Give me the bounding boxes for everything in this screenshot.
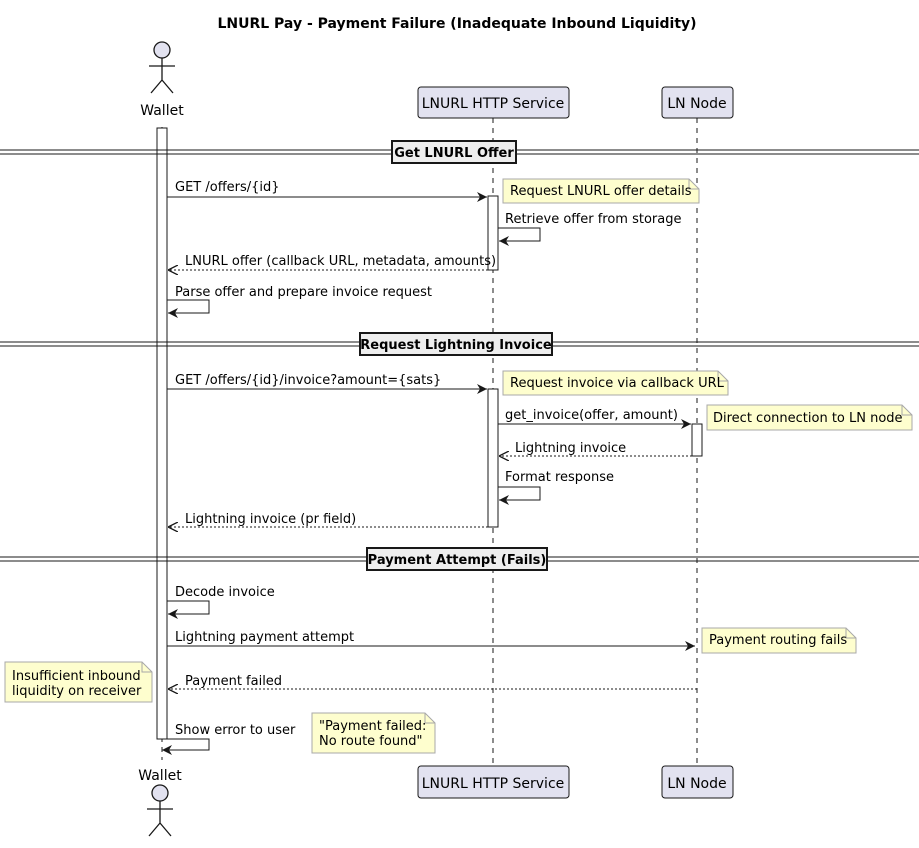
service-activation-bar	[487, 195, 499, 271]
message-label: Payment failed	[185, 674, 282, 689]
service-label-bottom: LNURL HTTP Service	[422, 776, 565, 792]
message-label: Lightning invoice (pr field)	[185, 512, 356, 527]
message-decode-invoice: Decode invoice	[167, 585, 275, 619]
stick-figure-icon	[153, 41, 171, 59]
message-lightning-invoice-return: Lightning invoice	[499, 441, 692, 456]
message-get-invoice-node: get_invoice(offer, amount)	[498, 408, 691, 429]
message-label: Parse offer and prepare invoice request	[175, 285, 432, 300]
section-request-invoice: Request Lightning Invoice	[0, 332, 919, 356]
diagram-title: LNURL Pay - Payment Failure (Inadequate …	[217, 16, 696, 32]
section-label: Get LNURL Offer	[394, 146, 514, 161]
wallet-actor-bottom: Wallet	[138, 768, 182, 837]
note-text: Request invoice via callback URL	[510, 376, 725, 391]
section-get-offer: Get LNURL Offer	[0, 140, 919, 164]
message-label: Decode invoice	[175, 585, 275, 600]
message-show-error: Show error to user	[162, 723, 296, 755]
self-message-arrow	[162, 738, 210, 755]
wallet-activation-bar	[156, 127, 168, 740]
message-label: LNURL offer (callback URL, metadata, amo…	[185, 254, 496, 269]
note-fold	[845, 628, 856, 639]
note-shape	[502, 370, 729, 396]
note-shape	[502, 178, 700, 204]
section-label: Payment Attempt (Fails)	[368, 553, 547, 568]
note-text: "Payment failed:	[319, 719, 426, 734]
note-fold	[424, 713, 435, 724]
wallet-label-top: Wallet	[140, 103, 184, 119]
message-payment-attempt: Lightning payment attempt	[167, 630, 695, 651]
service-participant-top: LNURL HTTP Service	[417, 86, 570, 119]
message-get-invoice-http: GET /offers/{id}/invoice?amount={sats}	[167, 373, 487, 394]
message-label: Show error to user	[175, 723, 296, 738]
note-text: Insufficient inbound	[12, 669, 141, 684]
note-insufficient-liquidity: Insufficient inbound liquidity on receiv…	[4, 661, 153, 703]
note-fold	[688, 179, 699, 190]
note-request-invoice-callback: Request invoice via callback URL	[502, 370, 729, 396]
message-offer-response: LNURL offer (callback URL, metadata, amo…	[168, 254, 496, 270]
note-shape	[4, 661, 153, 703]
note-text: Payment routing fails	[709, 633, 847, 648]
section-payment-attempt: Payment Attempt (Fails)	[0, 547, 919, 571]
node-participant-box	[661, 765, 734, 799]
node-participant-top: LN Node	[661, 86, 734, 119]
note-text: Direct connection to LN node	[713, 411, 903, 426]
service-participant-box	[417, 765, 570, 799]
note-shape	[311, 712, 436, 754]
node-participant-box	[661, 86, 734, 119]
note-text: No route found"	[319, 734, 423, 749]
section-label-box	[391, 140, 517, 164]
note-shape	[706, 404, 913, 431]
note-fold	[717, 371, 728, 382]
note-fold	[901, 405, 912, 416]
section-label: Request Lightning Invoice	[360, 338, 552, 353]
note-no-route-found: "Payment failed: No route found"	[311, 712, 436, 754]
service-label-top: LNURL HTTP Service	[422, 96, 565, 112]
section-label-box	[366, 547, 548, 571]
section-label-box	[359, 332, 553, 356]
stick-figure-icon	[151, 784, 169, 802]
note-request-offer-details: Request LNURL offer details	[502, 178, 700, 204]
stick-figure-body	[147, 801, 173, 837]
wallet-label-bottom: Wallet	[138, 768, 182, 784]
message-label: Retrieve offer from storage	[505, 212, 681, 227]
message-label: Format response	[505, 470, 614, 485]
node-label-bottom: LN Node	[667, 776, 726, 792]
self-message-arrow	[167, 299, 210, 318]
message-payment-failed: Payment failed	[168, 674, 697, 689]
node-activation-bar	[691, 423, 703, 457]
self-message-arrow	[498, 486, 541, 505]
note-shape	[701, 627, 857, 654]
message-get-offer: GET /offers/{id}	[167, 180, 487, 202]
stick-figure-body	[149, 58, 175, 94]
service-participant-bottom: LNURL HTTP Service	[417, 765, 570, 799]
wallet-actor-top: Wallet	[140, 41, 184, 119]
note-text: Request LNURL offer details	[510, 184, 692, 199]
note-fold	[141, 662, 152, 673]
message-label: get_invoice(offer, amount)	[505, 408, 678, 423]
message-parse-offer: Parse offer and prepare invoice request	[167, 285, 432, 318]
message-format-response: Format response	[498, 470, 614, 505]
node-participant-bottom: LN Node	[661, 765, 734, 799]
self-message-arrow	[167, 600, 210, 619]
message-label: GET /offers/{id}	[175, 180, 280, 195]
note-text: liquidity on receiver	[12, 684, 142, 699]
note-routing-fails: Payment routing fails	[701, 627, 857, 654]
self-message-arrow	[498, 227, 541, 246]
message-label: Lightning payment attempt	[175, 630, 354, 645]
activation-bars	[156, 127, 703, 740]
service-participant-box	[417, 86, 570, 119]
message-retrieve-offer: Retrieve offer from storage	[498, 212, 681, 246]
message-label: Lightning invoice	[515, 441, 626, 456]
service-activation-bar	[487, 388, 499, 528]
message-label: GET /offers/{id}/invoice?amount={sats}	[175, 373, 441, 388]
note-direct-connection: Direct connection to LN node	[706, 404, 913, 431]
message-invoice-pr-return: Lightning invoice (pr field)	[168, 512, 488, 527]
node-label-top: LN Node	[667, 96, 726, 112]
